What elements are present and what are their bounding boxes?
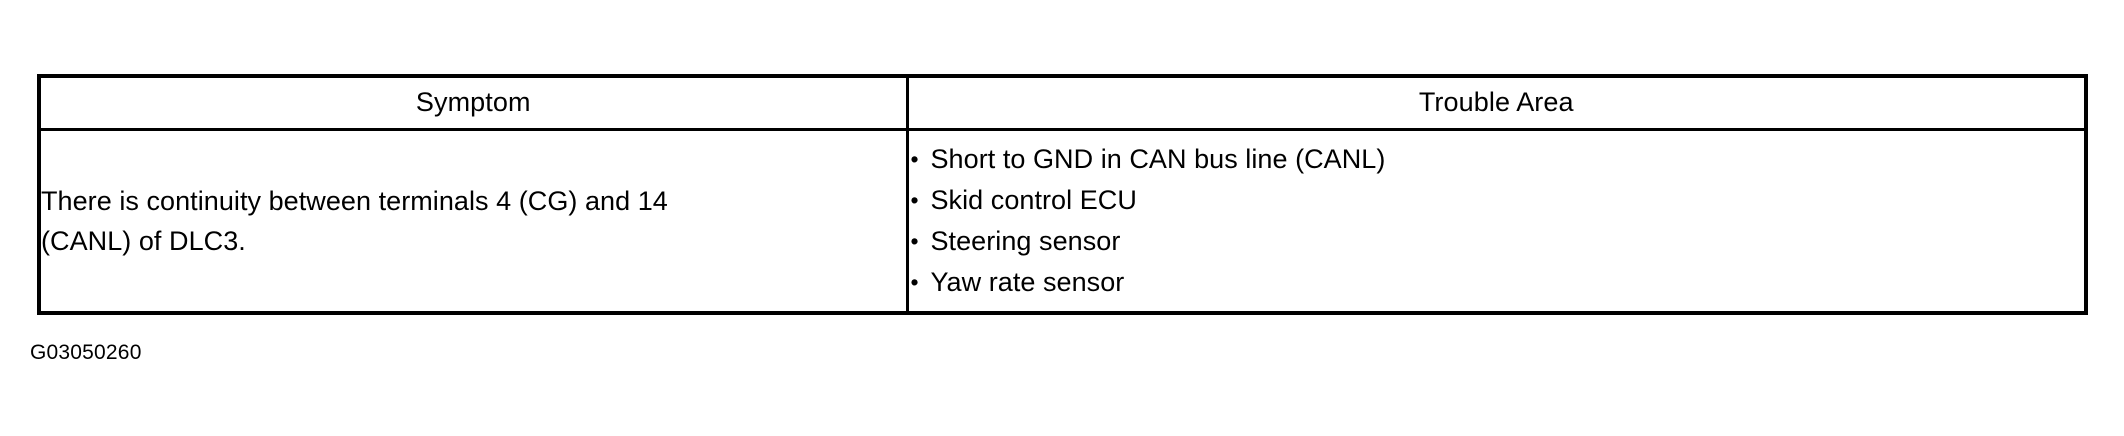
list-item-label: Yaw rate sensor [930, 267, 1125, 297]
table-header: Symptom Trouble Area [37, 74, 2088, 131]
trouble-area-list: • Short to GND in CAN bus line (CANL) • … [909, 139, 2085, 303]
list-item-label: Skid control ECU [930, 185, 1137, 215]
table-header-row: Symptom Trouble Area [37, 74, 2088, 131]
list-item: • Yaw rate sensor [909, 262, 2085, 303]
list-item: • Steering sensor [909, 221, 2085, 262]
cell-trouble-area: • Short to GND in CAN bus line (CANL) • … [905, 128, 2088, 315]
column-header-symptom: Symptom [37, 74, 909, 131]
bullet-icon: • [910, 269, 919, 295]
symptom-trouble-area-table: Symptom Trouble Area There is continuity… [37, 74, 2088, 315]
symptom-text: There is continuity between terminals 4 … [41, 181, 906, 261]
column-header-trouble-area: Trouble Area [905, 74, 2088, 131]
figure-caption: G03050260 [30, 341, 142, 364]
symptom-text-line-2: (CANL) of DLC3. [41, 226, 246, 256]
cell-symptom: There is continuity between terminals 4 … [37, 128, 909, 315]
list-item-label: Steering sensor [930, 226, 1121, 256]
list-item: • Short to GND in CAN bus line (CANL) [909, 139, 2085, 180]
table-row: There is continuity between terminals 4 … [37, 128, 2088, 315]
bullet-icon: • [910, 146, 919, 172]
list-item-label: Short to GND in CAN bus line (CANL) [930, 144, 1386, 174]
symptom-text-line-1: There is continuity between terminals 4 … [41, 186, 668, 216]
list-item: • Skid control ECU [909, 180, 2085, 221]
table-body: There is continuity between terminals 4 … [37, 128, 2088, 315]
bullet-icon: • [910, 187, 919, 213]
bullet-icon: • [910, 228, 919, 254]
